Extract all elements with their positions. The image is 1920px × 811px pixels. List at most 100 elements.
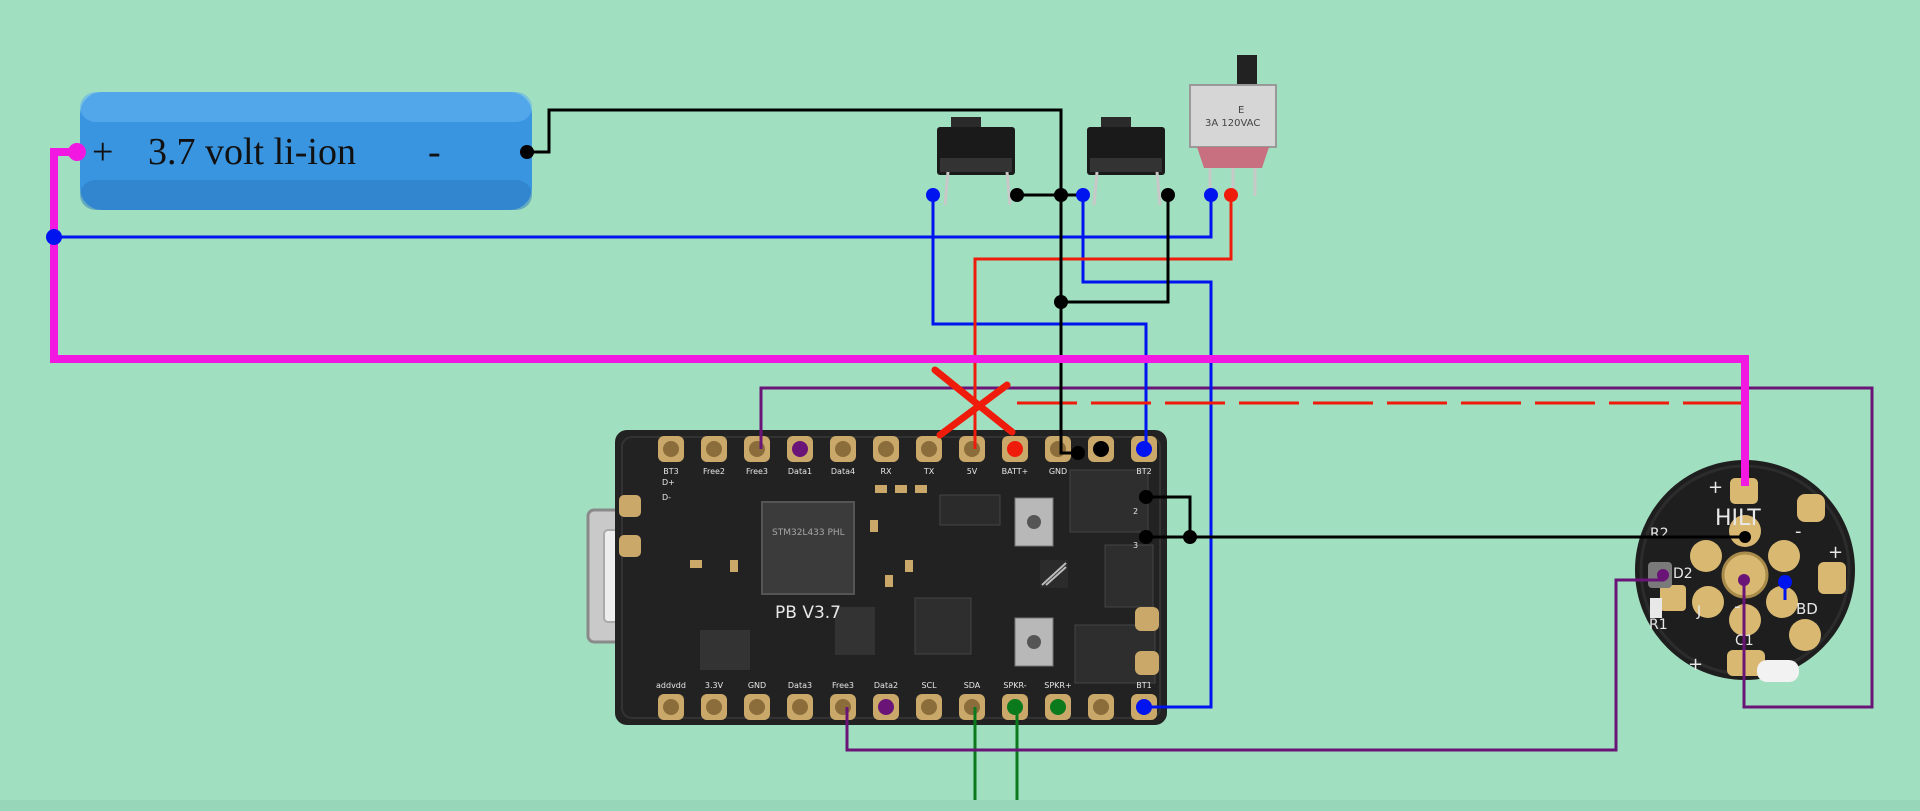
- junction-button2-black: [1161, 188, 1175, 202]
- left-label-1: D-: [662, 493, 671, 502]
- hilt-mark-minus-right: -: [1795, 521, 1802, 542]
- board-model-label: PB V3.7: [775, 603, 841, 623]
- hilt-pad-bottom-right: [1789, 619, 1821, 651]
- bottom-pin-hole: [921, 699, 937, 715]
- junction-side-pad-3: [1139, 530, 1153, 544]
- hilt-pad-right: [1818, 562, 1846, 594]
- top-pin-label: Free2: [703, 467, 725, 476]
- right-pad-2: [1135, 651, 1159, 675]
- bottom-pin-hole: [1093, 699, 1109, 715]
- battery-plus-text: +: [92, 131, 113, 173]
- hilt-mark-plus-top: +: [1708, 477, 1723, 498]
- hilt-petal-6: [1690, 540, 1722, 572]
- hilt-mark-plus-right: +: [1828, 542, 1843, 563]
- slide-switch-marking-2: 3A 120VAC: [1205, 118, 1260, 129]
- mosfet-block: [939, 494, 1001, 526]
- bottom-pin-hole: [706, 699, 722, 715]
- wires: [50, 108, 1874, 811]
- top-pin-hole: [878, 441, 894, 457]
- hilt-component-r1: [1650, 598, 1662, 618]
- hilt-petal-5: [1692, 586, 1724, 618]
- bottom-pin-label: SCL: [921, 681, 937, 690]
- mcu-chip: [761, 501, 855, 595]
- wire-blue-bt2: [931, 195, 1148, 449]
- bottom-pin-label: SPKR+: [1044, 681, 1071, 690]
- bottom-pin-label: Data2: [874, 681, 898, 690]
- bottom-pin-hole: [878, 699, 894, 715]
- top-pin-hole: [663, 441, 679, 457]
- bottom-pin-hole: [1007, 699, 1023, 715]
- smd-8: [690, 560, 702, 568]
- smd-7: [730, 560, 738, 572]
- junction-button2-blue: [1076, 188, 1090, 202]
- wire-magenta: [50, 148, 1749, 486]
- battery-label: 3.7 volt li-ion: [148, 131, 356, 173]
- bottom-pin-label: SPKR-: [1003, 681, 1026, 690]
- battery-shadow: [80, 180, 532, 210]
- junction-hilt-black: [1739, 531, 1751, 543]
- top-pin-label: Free3: [746, 467, 768, 476]
- hilt-petal-2: [1768, 540, 1800, 572]
- bottom-pin-hole: [792, 699, 808, 715]
- junction-battery-plus: [68, 143, 86, 161]
- top-pin-hole: [1136, 441, 1152, 457]
- left-pad-1: [619, 495, 641, 517]
- junction-button1-black: [1010, 188, 1024, 202]
- bottom-pin-label: Data3: [788, 681, 812, 690]
- red-x-mark: [931, 366, 1016, 439]
- slide-switch-marking-1: E: [1238, 105, 1244, 116]
- top-pin-label: Data1: [788, 467, 812, 476]
- top-pin-hole: [706, 441, 722, 457]
- hilt-pad-top-right: [1797, 494, 1825, 522]
- ic-right-top: [1069, 469, 1149, 533]
- smd-3: [915, 485, 927, 493]
- top-pin-label: BT3: [663, 467, 678, 476]
- left-label-0: D+: [662, 478, 675, 487]
- slide-switch: E 3A 120VAC: [1189, 55, 1277, 196]
- junction-switch-blue: [1204, 188, 1218, 202]
- junction-black-mid: [1054, 295, 1068, 309]
- mcu-marking: STM32L433 PHL: [772, 528, 845, 538]
- bottom-pin-hole: [964, 699, 980, 715]
- side-number-3: 3: [1133, 541, 1138, 550]
- junction-side-pad-2: [1139, 490, 1153, 504]
- top-pin-label: 5V: [967, 467, 978, 476]
- junction-hilt-d2: [1657, 569, 1669, 581]
- slide-switch-housing: [1189, 84, 1277, 148]
- board-logo: [1041, 562, 1067, 586]
- hilt-mark-d2: D2: [1673, 566, 1693, 582]
- small-chip-left: [700, 630, 750, 670]
- tact-button-2-cap: [1101, 117, 1131, 129]
- junction-hilt-blue: [1778, 575, 1792, 589]
- junction-hilt-purple: [1738, 574, 1750, 586]
- bottom-pin-hole: [1050, 699, 1066, 715]
- wire-red-switch: [973, 195, 1233, 449]
- bottom-strip: [0, 800, 1920, 811]
- hilt-label: HILT: [1715, 506, 1761, 531]
- battery: + 3.7 volt li-ion -: [80, 92, 532, 210]
- bottom-pin-hole: [835, 699, 851, 715]
- hilt-pad-top: [1730, 478, 1758, 504]
- hilt-pad-left: [1660, 585, 1686, 611]
- wire-speaker: [973, 707, 1019, 811]
- smd-2: [895, 485, 907, 493]
- junction-black-side: [1183, 530, 1197, 544]
- hilt-pad-bottom: [1727, 650, 1765, 676]
- top-pin-label: RX: [880, 467, 892, 476]
- junction-black-spine: [1054, 188, 1068, 202]
- tact-button-2-base: [1090, 158, 1162, 172]
- top-pin-hole: [1050, 441, 1066, 457]
- hilt-pad-white: [1757, 660, 1799, 682]
- bottom-pin-label: BT1: [1136, 681, 1151, 690]
- bottom-pin-hole: [1136, 699, 1152, 715]
- tact-button-2: [1087, 117, 1165, 206]
- slide-switch-actuator: [1237, 55, 1257, 89]
- top-pin-label: BATT+: [1002, 467, 1029, 476]
- tact-button-1-cap: [951, 117, 981, 129]
- bottom-pin-hole: [663, 699, 679, 715]
- top-pin-hole: [921, 441, 937, 457]
- bottom-pin-label: 3.3V: [705, 681, 724, 690]
- top-pin-label: Data4: [831, 467, 855, 476]
- tact-button-1: [937, 117, 1015, 206]
